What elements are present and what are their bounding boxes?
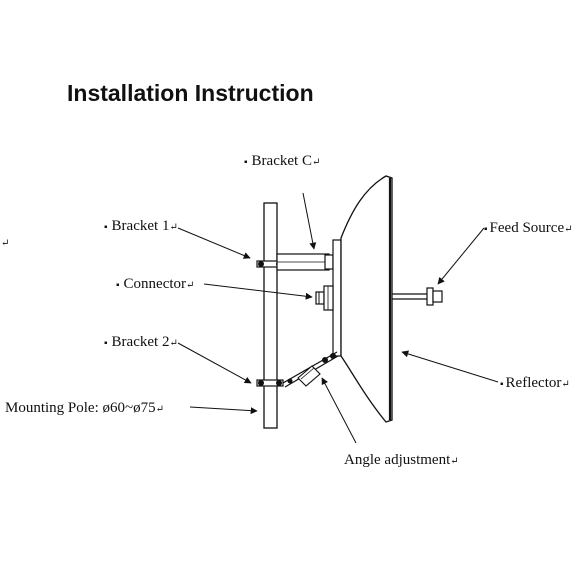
arrow-feed-source (437, 227, 485, 285)
arrow-angle-adjustment (321, 377, 357, 444)
label-angle-adjustment: Angle adjustment↵ (344, 452, 459, 468)
mounting-plate (332, 239, 342, 357)
angle-adjustment-rod (282, 351, 339, 388)
page-title: Installation Instruction (67, 80, 314, 106)
connector (315, 285, 334, 311)
mounting-pole (263, 202, 278, 429)
arrow-bracket-2 (177, 342, 252, 384)
arrow-bracket-1 (177, 227, 251, 259)
label-reflector: ▪Reflector↵ (500, 375, 570, 391)
feed-source (392, 287, 443, 306)
label-bracket-2: ▪Bracket 2↵ (104, 334, 178, 350)
label-bracket-c: ▪Bracket C↵ (244, 153, 320, 169)
label-feed-source: ▪Feed Source↵ (484, 220, 573, 236)
arrow-bracket-c (302, 192, 317, 250)
bracket-c-arm (276, 253, 334, 271)
bracket-2-clamp (256, 379, 284, 387)
arrow-reflector (401, 350, 499, 383)
return-mark-left: ↵ (1, 238, 9, 249)
reflector-dish (340, 175, 393, 423)
label-connector: ▪Connector↵ (116, 276, 194, 292)
label-bracket-1: ▪Bracket 1↵ (104, 218, 178, 234)
label-mounting-pole: Mounting Pole: ø60~ø75↵ (5, 400, 164, 416)
arrow-connector (203, 283, 313, 300)
arrow-mounting-pole (189, 406, 258, 415)
